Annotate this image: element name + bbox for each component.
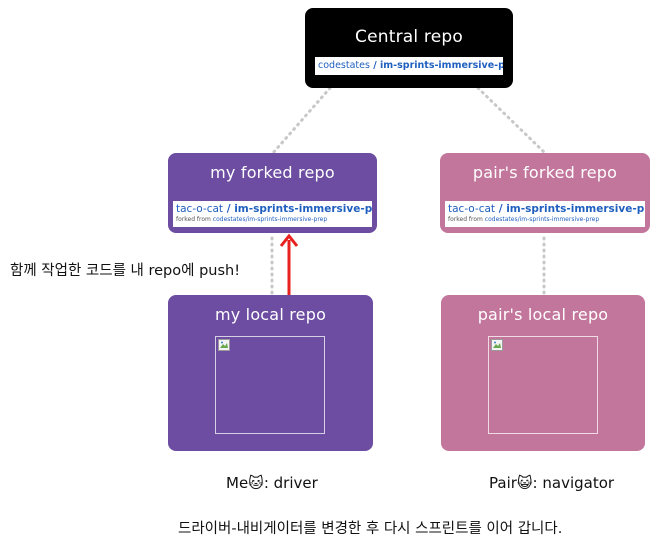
me-driver-label: Me🐱: driver [226,474,318,492]
pair-forked-repo-title: pair's forked repo [472,163,618,182]
my-forked-repo-repo[interactable]: im-sprints-immersive-prep [234,203,372,215]
pair-local-image-placeholder [488,336,598,434]
cat-emoji-icon: 😺 [516,474,533,492]
pair-forked-repo-owner[interactable]: tac-o-cat [448,203,496,215]
my-forked-from-prefix: forked from [176,216,213,223]
pair-navigator-label: Pair😺: navigator [489,474,614,492]
central-repo-card[interactable]: codestates / im-sprints-immersive-prep [315,57,503,75]
central-repo-separator: / [369,60,381,71]
pair-forked-from-prefix: forked from [448,216,485,223]
pair-forked-from: forked from codestates/im-sprints-immers… [448,216,642,224]
my-local-repo-title: my local repo [214,305,327,324]
pair-local-repo-title: pair's local repo [477,305,609,324]
pair-name: Pair [489,474,517,492]
my-forked-from: forked from codestates/im-sprints-immers… [176,216,369,224]
broken-image-icon [218,339,230,351]
my-local-image-placeholder [215,336,325,434]
pair-role: : navigator [532,474,615,492]
me-name: Me [226,474,249,492]
cat-emoji-icon: 🐱 [248,474,264,492]
my-forked-repo-title: my forked repo [210,163,335,182]
pair-forked-from-link[interactable]: codestates/im-sprints-immersive-prep [484,216,600,223]
me-role: : driver [263,474,318,492]
central-repo-repo[interactable]: im-sprints-immersive-prep [380,60,503,71]
pair-local-repo-box: pair's local repo [441,295,645,451]
my-forked-repo-owner[interactable]: tac-o-cat [176,203,224,215]
pair-forked-repo-repo[interactable]: im-sprints-immersive-prep [506,203,645,215]
pair-forked-repo-card[interactable]: tac-o-cat / im-sprints-immersive-prep fo… [445,201,645,227]
central-repo-name[interactable]: codestates / im-sprints-immersive-prep [318,59,503,72]
pair-forked-repo-separator: / [495,203,507,215]
my-forked-from-link[interactable]: codestates/im-sprints-immersive-prep [212,216,328,223]
broken-image-icon [491,339,503,351]
switch-roles-note: 드라이버-내비게이터를 변경한 후 다시 스프린트를 이어 갑니다. [178,521,563,537]
my-local-repo-box: my local repo [168,295,373,451]
push-arrow [279,233,299,296]
central-repo-box: Central repo codestates / im-sprints-imm… [305,8,513,88]
my-forked-repo-name[interactable]: tac-o-cat / im-sprints-immersive-prep [176,203,372,216]
pair-forked-repo-box: pair's forked repo tac-o-cat / im-sprint… [440,153,650,233]
my-forked-repo-box: my forked repo tac-o-cat / im-sprints-im… [168,153,377,233]
my-forked-repo-card[interactable]: tac-o-cat / im-sprints-immersive-prep fo… [173,201,372,227]
pair-forked-repo-name[interactable]: tac-o-cat / im-sprints-immersive-prep [448,203,645,216]
push-note: 함께 작업한 코드를 내 repo에 push! [10,263,241,279]
connector-central-to-pair-fork [476,86,547,155]
my-forked-repo-separator: / [223,203,235,215]
connector-central-to-my-fork [271,86,332,155]
central-repo-owner[interactable]: codestates [318,60,370,71]
central-repo-title: Central repo [355,27,463,47]
